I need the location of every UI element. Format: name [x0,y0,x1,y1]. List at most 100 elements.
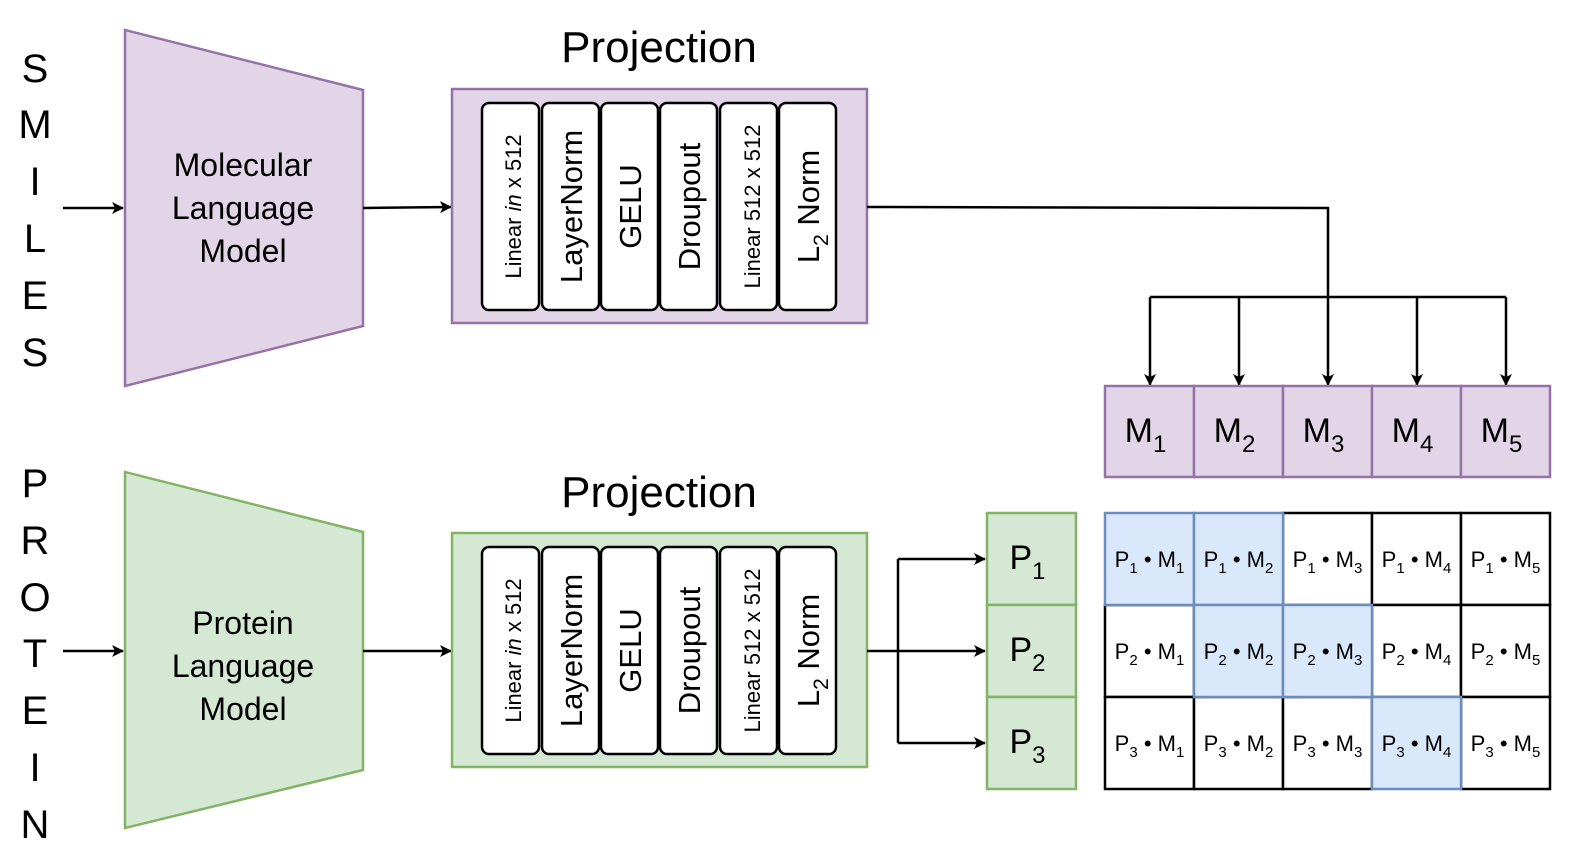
similarity-cell-label: P3 • M2 [1204,731,1274,761]
protein-letter: E [22,689,49,733]
linear-in-layer [480,545,541,756]
gelu-layer-label: GELU [613,608,648,692]
linear-512-layer [718,545,779,756]
similarity-cell-label: P1 • M5 [1471,547,1541,577]
linear-512-layer [718,101,779,312]
protein-letter: O [19,576,50,620]
molecular-embedding-cell [1192,384,1285,479]
molecular-model-label-line: Model [199,233,286,269]
dropout-layer-label: Droupout [672,586,707,714]
molecular-output-line [866,205,1330,297]
protein-model-label-line: Language [172,648,314,684]
similarity-cell-label: P3 • M5 [1471,731,1541,761]
similarity-cell [1103,695,1196,791]
similarity-cell-label: P2 • M4 [1382,639,1452,669]
similarity-cell [1192,695,1285,791]
molecular-embeddings-row: M1 M2 M3 M4 M5 [1103,384,1552,479]
projection-title: Projection [561,23,757,72]
similarity-cell-positive [1370,695,1463,791]
layernorm-layer-label: LayerNorm [554,130,589,283]
protein-embedding-connector [867,553,986,749]
molecular-projection: Projection Linear in x 512 LayerNorm GEL… [450,23,869,325]
protein-embedding-label: P1 [1009,539,1045,585]
similarity-cell-label: P1 • M3 [1293,547,1363,577]
similarity-cell [1281,695,1374,791]
l2-norm-layer-label: L2 Norm [791,150,833,263]
molecular-model-shape [123,28,365,388]
linear-in-layer [480,101,541,312]
protein-model-label-line: Protein [192,605,293,641]
protein-input-label: P R O T E I N [19,462,50,847]
protein-model-shape [123,470,365,830]
dropout-layer-label: Droupout [672,142,707,270]
molecular-embedding-label: M2 [1214,412,1256,458]
dropout-layer [658,101,719,312]
similarity-cell-positive [1192,511,1285,607]
similarity-cell-label: P2 • M2 [1204,639,1274,669]
molecular-embedding-label: M3 [1303,412,1345,458]
protein-embedding-cell [985,695,1078,791]
molecular-model-label-line: Language [172,190,314,226]
protein-embedding-label: P2 [1009,631,1045,677]
smiles-letter: M [18,103,51,147]
l2-norm-layer [777,101,838,312]
gelu-layer [599,101,660,312]
smiles-letter: E [22,274,49,318]
protein-letter: N [21,803,50,847]
protein-embedding-cell [985,603,1078,699]
similarity-cell-label: P3 • M1 [1115,731,1185,761]
molecular-language-model: Molecular Language Model [123,28,365,388]
molecular-embedding-label: M5 [1481,412,1523,458]
layernorm-layer [540,101,601,312]
similarity-cell-label: P2 • M1 [1115,639,1185,669]
similarity-cell-positive [1281,603,1374,699]
smiles-letter: S [22,47,49,91]
similarity-cell [1459,603,1552,699]
molecular-to-projection-arrow [362,201,452,214]
protein-language-model: Protein Language Model [123,470,365,830]
protein-letter: R [21,519,50,563]
protein-projection: Projection Linear in x 512 LayerNorm GEL… [450,468,869,769]
similarity-cell-label: P2 • M3 [1293,639,1363,669]
similarity-cell [1459,511,1552,607]
smiles-letter: I [29,160,40,204]
protein-letter: P [22,462,49,506]
projection-title: Projection [561,468,757,517]
molecular-embedding-label: M1 [1125,412,1167,458]
smiles-letter: S [22,331,49,375]
layernorm-layer [540,545,601,756]
protein-letter: T [23,632,47,676]
protein-model-label-line: Model [199,691,286,727]
linear-512-layer-label: Linear 512 x 512 [740,125,765,289]
protein-embedding-label: P3 [1009,723,1045,769]
molecular-embedding-cell [1459,384,1552,479]
similarity-cell-label: P3 • M3 [1293,731,1363,761]
similarity-cell-positive [1103,511,1196,607]
molecular-embedding-cell [1281,384,1374,479]
linear-in-layer-label: Linear in x 512 [501,134,526,278]
molecular-embedding-cell [1103,384,1196,479]
layernorm-layer-label: LayerNorm [554,574,589,727]
molecular-embedding-label: M4 [1392,412,1434,458]
l2-norm-layer-label: L2 Norm [791,594,833,707]
gelu-layer [599,545,660,756]
similarity-cell-label: P1 • M1 [1115,547,1185,577]
protein-embedding-cell [985,511,1078,607]
similarity-cell-label: P2 • M5 [1471,639,1541,669]
similarity-cell-label: P1 • M2 [1204,547,1274,577]
dropout-layer [658,545,719,756]
linear-in-layer-label: Linear in x 512 [501,578,526,722]
similarity-cell-positive [1192,603,1285,699]
gelu-layer-label: GELU [613,164,648,248]
molecular-embedding-connector [866,205,1512,386]
smiles-letter: L [24,217,46,261]
similarity-cell-label: P3 • M4 [1382,731,1452,761]
smiles-input-label: S M I L E S [18,47,51,375]
molecular-embedding-cell [1370,384,1463,479]
molecular-model-label-line: Molecular [174,147,313,183]
similarity-matrix: P1 • M1 P1 • M2 P1 • M3 P1 • M4 P1 • M5 P2 • … [1103,511,1552,791]
similarity-cell-label: P1 • M4 [1382,547,1452,577]
linear-512-layer-label: Linear 512 x 512 [740,569,765,733]
